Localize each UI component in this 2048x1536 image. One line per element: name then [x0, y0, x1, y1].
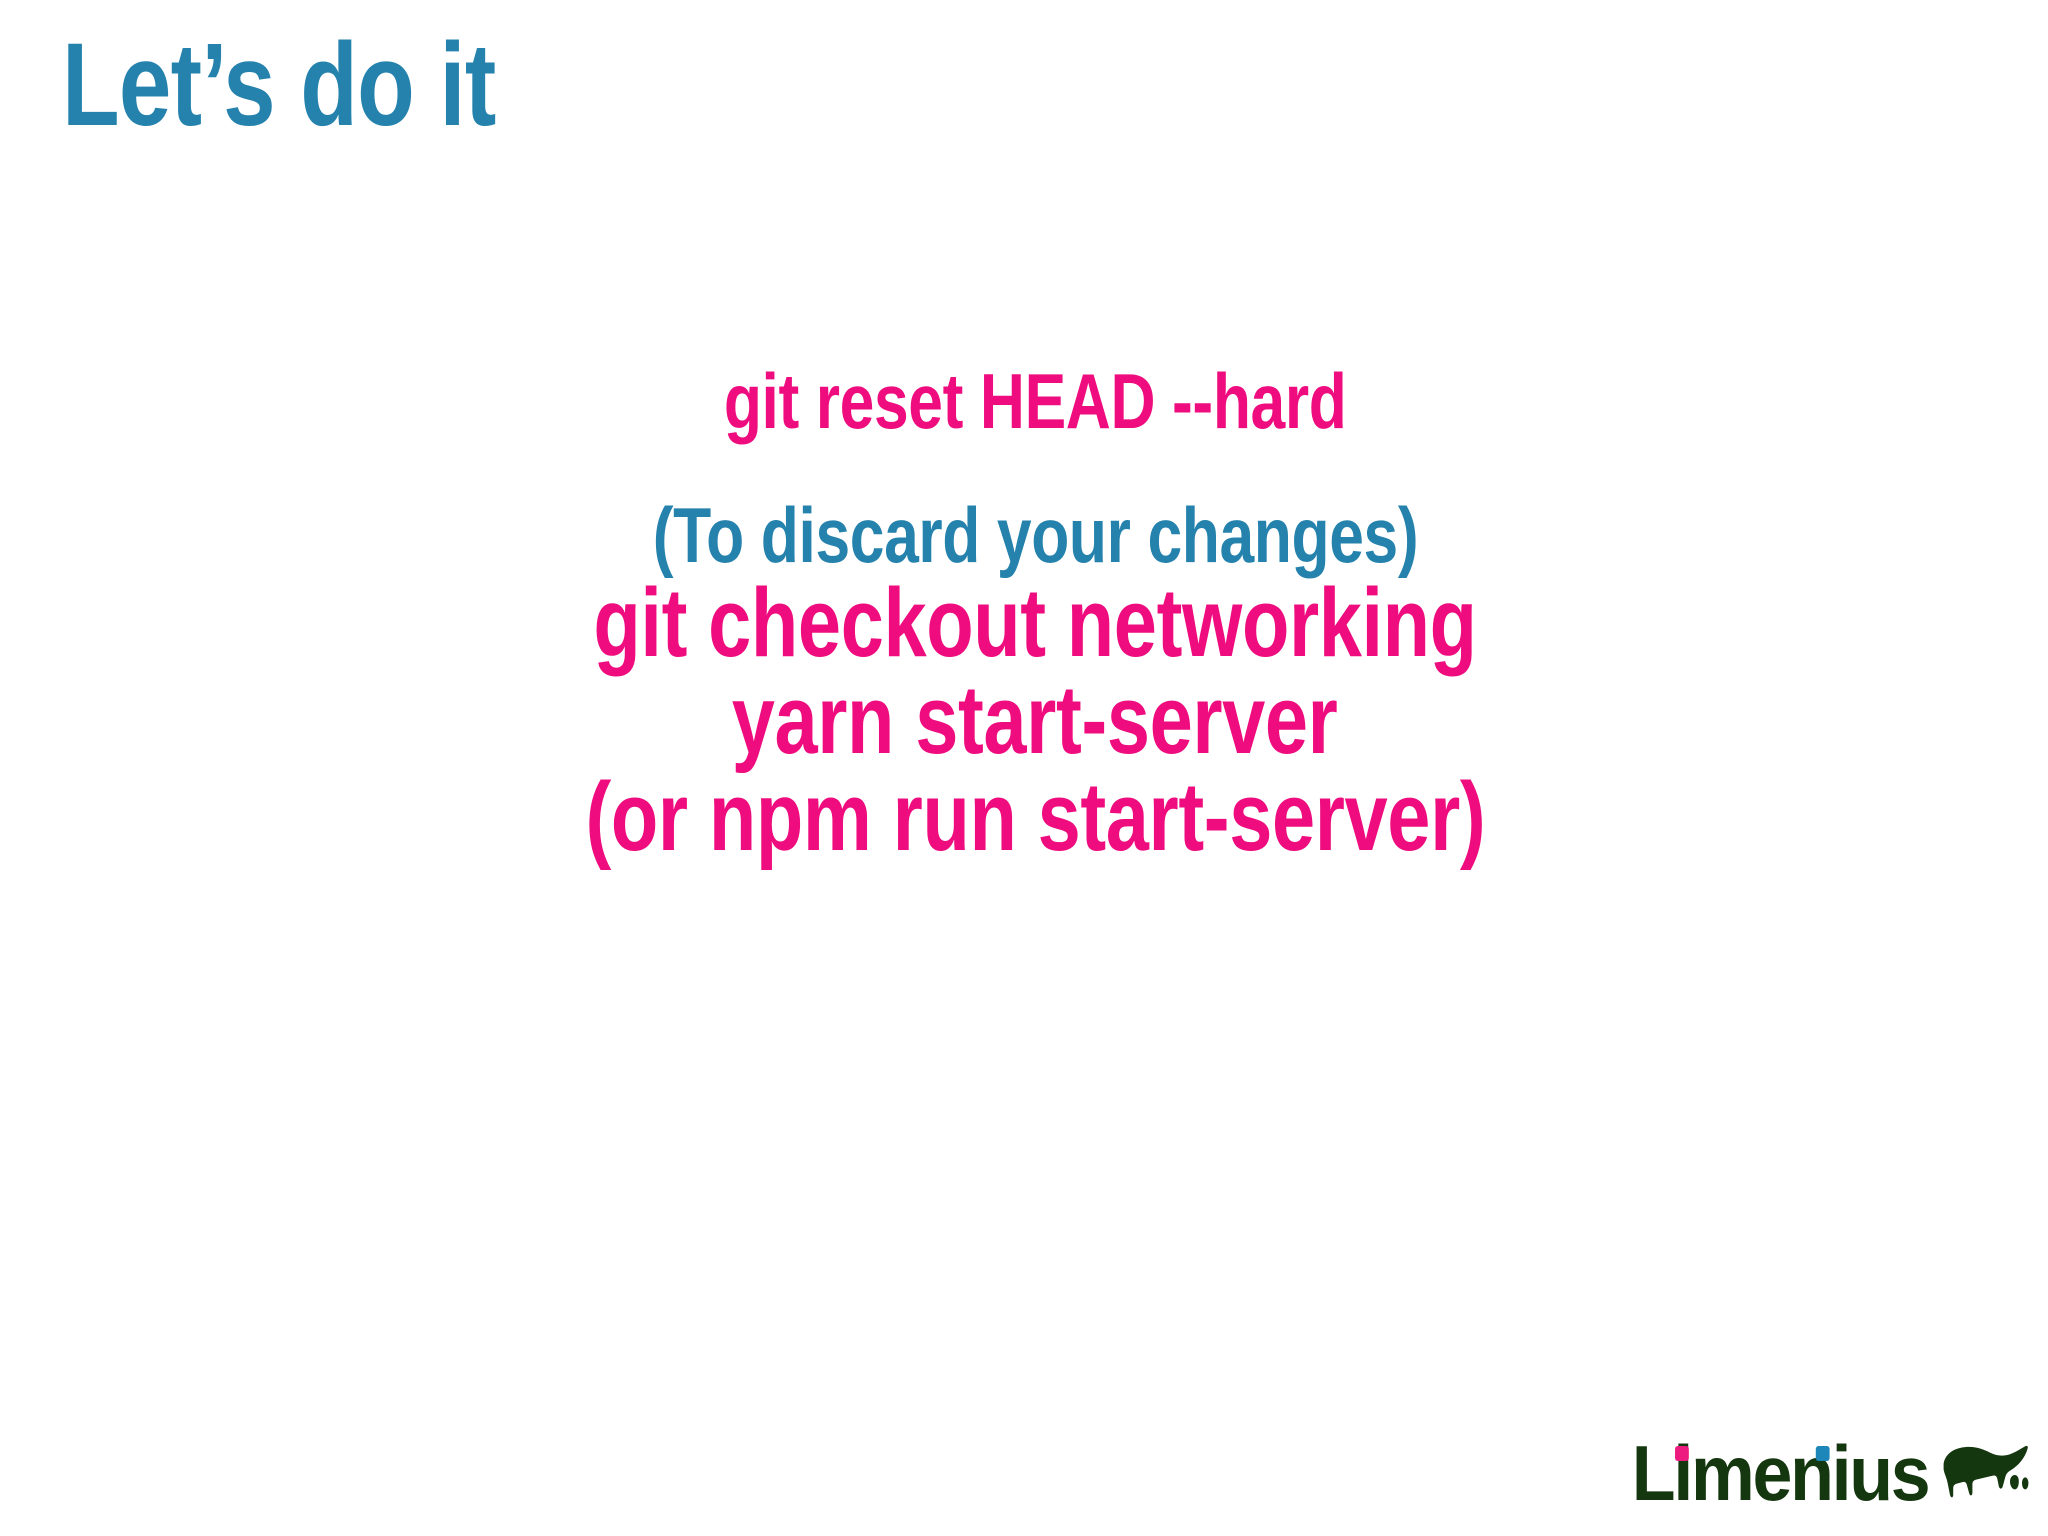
- logo-dot-blue-icon: [1815, 1445, 1830, 1461]
- logo-dot-pink-icon: [1674, 1445, 1689, 1461]
- command-line-2: git checkout networking: [22, 574, 2048, 671]
- logo-wordmark-wrapper: Limenius: [1631, 1434, 1930, 1512]
- page-title: Let’s do it: [62, 19, 496, 151]
- limenius-logo: Limenius: [1606, 1434, 2030, 1512]
- command-text: git checkout networking: [593, 568, 1477, 677]
- bison-icon: [1943, 1445, 2029, 1498]
- command-text: git reset HEAD --hard: [723, 357, 1347, 445]
- command-note: (To discard your changes): [22, 496, 2048, 574]
- command-line-1: git reset HEAD --hard: [22, 362, 2048, 440]
- command-line-3: yarn start-server: [22, 671, 2048, 768]
- logo-wordmark-text: Limenius: [1631, 1428, 1930, 1517]
- command-note-text: (To discard your changes): [652, 491, 1418, 579]
- command-spacer: [0, 440, 2048, 496]
- command-line-4: (or npm run start-server): [22, 768, 2048, 865]
- command-text: (or npm run start-server): [585, 762, 1485, 871]
- command-text: yarn start-server: [732, 665, 1338, 774]
- command-block: git reset HEAD --hard (To discard your c…: [0, 362, 2048, 865]
